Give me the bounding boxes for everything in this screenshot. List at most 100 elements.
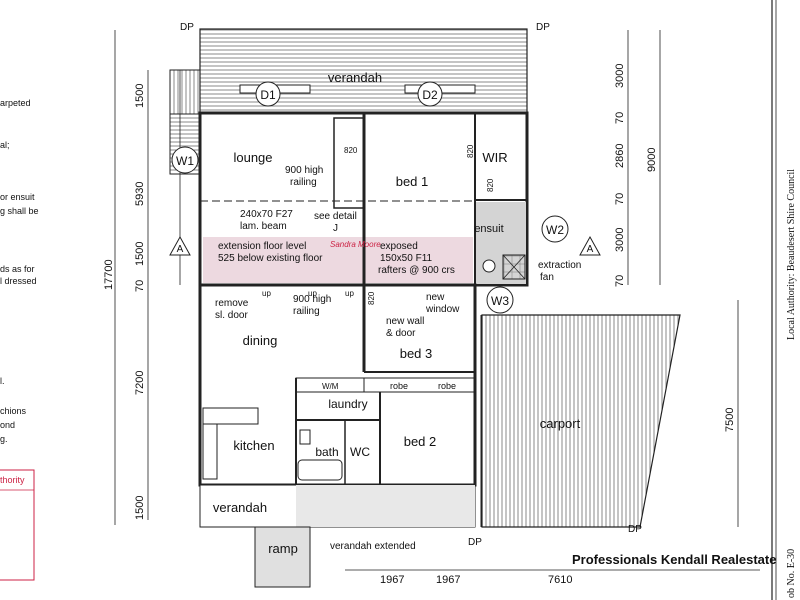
section-marker-left <box>169 235 191 256</box>
note-fragment: ds as for <box>0 264 35 274</box>
downpipe-labels: DP DP DP DP <box>180 22 642 548</box>
dp-label: DP <box>180 22 194 33</box>
note-washing-machine: W/M <box>322 382 339 391</box>
dim-2860: 2860 <box>614 144 626 168</box>
window-marker-label: W3 <box>491 294 509 308</box>
dim-1500-a: 1500 <box>134 84 146 108</box>
hall-cupboard <box>333 117 365 209</box>
note-railing-mid: railing <box>293 306 320 317</box>
local-authority-text: Local Authority: Beaudesert Shire Counci… <box>786 169 797 340</box>
room-label-bath: bath <box>315 445 338 459</box>
room-label-verandah-bottom: verandah <box>213 500 267 515</box>
basin <box>299 429 311 445</box>
verandah-top <box>199 28 528 114</box>
note-new-window: new <box>426 292 445 303</box>
room-label-lounge: lounge <box>233 150 272 165</box>
note-fragment: ond <box>0 420 15 430</box>
dim-5930: 5930 <box>134 182 146 206</box>
note-remove-door: sl. door <box>215 310 248 321</box>
note-fragment: l. <box>0 376 5 386</box>
dp-label: DP <box>468 537 482 548</box>
dim-70-c: 70 <box>614 275 626 287</box>
note-fragment: g. <box>0 434 8 444</box>
ramp-area <box>254 526 311 588</box>
side-landing <box>169 69 201 115</box>
kitchen-bench <box>202 407 259 425</box>
room-labels: verandah lounge bed 1 WIR ensuit dining … <box>213 70 581 556</box>
note-door-820: 820 <box>344 146 358 155</box>
window-marker-w2 <box>541 215 569 243</box>
dim-3000-a: 3000 <box>614 64 626 88</box>
dim-70-a: 70 <box>614 112 626 124</box>
section-marker-label: A <box>177 244 184 255</box>
door-marker-d2 <box>417 81 443 107</box>
window-marker-label: W2 <box>546 223 564 237</box>
title-block: Local Authority: Beaudesert Shire Counci… <box>771 0 797 600</box>
door-marker-label: D1 <box>260 88 276 102</box>
kitchen-side-bench <box>202 423 218 480</box>
bath-tub <box>297 459 343 481</box>
dim-7200: 7200 <box>134 371 146 395</box>
note-detail: J <box>333 223 338 234</box>
note-verandah-extended: verandah extended <box>330 541 416 552</box>
dim-1967-b: 1967 <box>436 574 460 586</box>
room-label-wir: WIR <box>482 150 507 165</box>
note-extension-level: extension floor level <box>218 241 306 252</box>
note-new-window: window <box>425 304 460 315</box>
window-marker-w1 <box>171 146 199 174</box>
room-label-verandah-top: verandah <box>328 70 382 85</box>
dimension-text: 1500 5930 1500 70 17700 7200 1500 3000 7… <box>103 64 736 586</box>
room-label-carport: carport <box>540 416 581 431</box>
note-robe: robe <box>390 381 408 391</box>
note-door-820: 820 <box>486 178 495 192</box>
verandah-extension-zone <box>296 485 475 527</box>
room-label-laundry: laundry <box>328 397 367 411</box>
note-railing-mid: 900 high <box>293 294 331 305</box>
note-fragment: al; <box>0 140 10 150</box>
room-label-kitchen: kitchen <box>233 438 274 453</box>
note-rafters: 150x50 F11 <box>380 253 433 264</box>
note-detail: see detail <box>314 211 357 222</box>
room-label-bed1: bed 1 <box>396 174 429 189</box>
authority-stamp-box <box>0 469 35 581</box>
note-rafters: exposed <box>380 241 418 252</box>
markers: D1 D2 W1 W2 W3 A A <box>169 81 601 314</box>
section-marker-label: A <box>587 244 594 255</box>
job-number-text: ob No. E-30 <box>786 549 797 598</box>
note-door-820: 820 <box>466 144 475 158</box>
note-new-wall: & door <box>386 328 416 339</box>
note-up: up <box>345 289 354 298</box>
dim-70: 70 <box>134 280 146 292</box>
extension-zone <box>203 237 473 283</box>
agency-credit: Professionals Kendall Realestate <box>572 552 777 567</box>
room-label-wc: WC <box>350 445 370 459</box>
dp-label: DP <box>628 524 642 535</box>
dim-70-b: 70 <box>614 193 626 205</box>
note-up: up <box>262 289 271 298</box>
note-fragment: g shall be <box>0 206 39 216</box>
dim-1500-c: 1500 <box>134 496 146 520</box>
left-note-fragments: arpeted al; or ensuit g shall be ds as f… <box>0 98 39 581</box>
dim-3000-b: 3000 <box>614 228 626 252</box>
room-label-ensuit: ensuit <box>474 223 503 235</box>
note-fragment: chions <box>0 406 27 416</box>
room-label-ramp: ramp <box>268 541 298 556</box>
dim-17700: 17700 <box>103 259 115 290</box>
carport-area <box>481 314 681 528</box>
door-marker-d1 <box>255 81 281 107</box>
note-robe: robe <box>438 381 456 391</box>
note-new-wall: new wall <box>386 316 424 327</box>
note-beam: lam. beam <box>240 221 287 232</box>
dim-7610: 7610 <box>548 574 572 586</box>
note-extension-level: 525 below existing floor <box>218 253 323 264</box>
note-fragment: thority <box>0 475 25 485</box>
note-extraction-fan: extraction <box>538 260 581 271</box>
dim-7500: 7500 <box>724 408 736 432</box>
note-remove-door: remove <box>215 298 249 309</box>
note-railing-top: 900 high <box>285 165 323 176</box>
note-fragment: arpeted <box>0 98 31 108</box>
dimension-lines <box>114 30 760 571</box>
note-fragment: or ensuit <box>0 192 35 202</box>
